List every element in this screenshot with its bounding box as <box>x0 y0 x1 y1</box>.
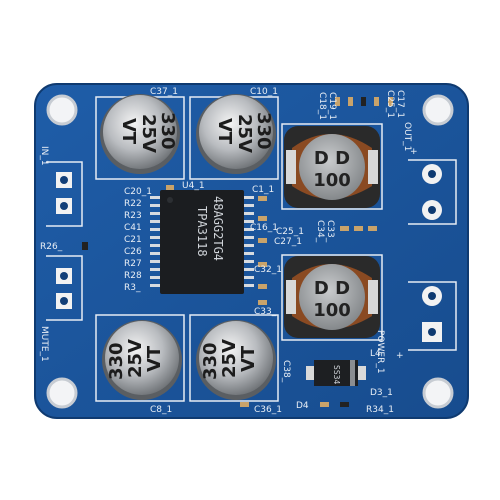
label-r34: R34_1 <box>366 405 394 415</box>
cap-tr-line3: VT <box>214 118 235 145</box>
label-left-4: C21 <box>124 235 142 245</box>
cap-tl-line2: 25V <box>138 114 159 153</box>
label-c38: C38_ <box>281 360 291 383</box>
cap-bl-line2: 25V <box>125 339 146 378</box>
ind-bottom-line2: 100 <box>313 300 351 321</box>
label-left-3: C41 <box>124 223 142 233</box>
amplifier-chip: 48AGG2TG4 TPA3118 <box>150 190 254 294</box>
label-in: IN_1 <box>39 146 49 166</box>
label-left-1: R22 <box>124 199 142 209</box>
label-c36: C36_1 <box>254 405 282 415</box>
cap-bl-line1: 330 <box>106 342 127 380</box>
label-c34: C34_ <box>315 220 325 243</box>
cap-tr-line1: 330 <box>253 112 274 150</box>
silkscreen-outlines <box>46 96 457 402</box>
label-r26: R26_ <box>40 242 63 252</box>
cap-tr-line2: 25V <box>234 114 255 153</box>
left-component-labels: C20_1 R22 R23 C41 C21 C26 R27 R28 R3_ <box>124 187 152 293</box>
label-l4: L4 <box>370 349 381 359</box>
input-header-pins <box>56 172 72 309</box>
cap-tl-line1: 330 <box>157 112 178 150</box>
cap-br-line2: 25V <box>219 339 240 378</box>
label-plus-top: + <box>410 147 418 157</box>
chip-marking-1: 48AGG2TG4 <box>211 196 225 261</box>
output-terminal-pads <box>422 164 442 342</box>
diode: SS34 <box>306 360 366 386</box>
label-left-7: R28 <box>124 271 142 281</box>
cap-bl-line3: VT <box>144 345 165 372</box>
label-plus-bottom: + <box>396 351 404 361</box>
label-d4: D4 <box>296 401 309 411</box>
capacitor-bottom-left: 330 25V VT <box>102 320 182 400</box>
label-c32: C32_1 <box>254 265 282 275</box>
label-left-6: R27 <box>124 259 142 269</box>
label-c8: C8_1 <box>150 405 172 415</box>
capacitor-top-right: 330 25V VT <box>196 94 276 174</box>
cap-tl-line3: VT <box>118 118 139 145</box>
label-c10: C10_1 <box>250 87 278 97</box>
label-left-2: R23 <box>124 211 142 221</box>
label-c1: C1_1 <box>252 185 274 195</box>
label-c33: C33_ <box>325 220 335 243</box>
ind-top-line1: D D <box>314 148 350 169</box>
label-left-0: C20_1 <box>124 187 152 197</box>
diode-marking: SS34 <box>332 365 341 384</box>
label-c27: C27_1 <box>274 237 302 247</box>
cap-br-line3: VT <box>238 345 259 372</box>
capacitor-bottom-right: 330 25V VT <box>196 320 276 400</box>
silkscreen-labels: C37_1 C10_1 C18_1 C19_1 C25_1 C17_1 OUT_… <box>39 87 418 415</box>
mounting-holes <box>46 94 454 409</box>
label-left-5: C26 <box>124 247 142 257</box>
label-c18: C18_1 <box>317 92 327 120</box>
label-left-8: R3_ <box>124 283 141 293</box>
ind-top-line2: 100 <box>313 170 351 191</box>
label-c16: C16_1 <box>250 223 278 233</box>
chip-marking-2: TPA3118 <box>195 206 209 257</box>
label-c19: C19_1 <box>327 92 337 120</box>
label-c37: C37_1 <box>150 87 178 97</box>
label-u4: U4_1 <box>182 181 205 191</box>
inductor-bottom: D D 100 <box>284 256 380 338</box>
label-c33b: C33_ <box>254 307 277 317</box>
label-out: OUT_1 <box>402 122 412 151</box>
label-mute: MUTE_1 <box>39 326 49 362</box>
label-c25b: C25_1 <box>276 227 304 237</box>
label-d3: D3_1 <box>370 388 393 398</box>
label-c25: C25_1 <box>385 90 395 118</box>
ind-bottom-line1: D D <box>314 278 350 299</box>
capacitor-top-left: 330 25V VT <box>100 94 180 174</box>
inductor-top: D D 100 <box>284 126 380 208</box>
label-c17: C17_1 <box>395 90 405 118</box>
label-power: POWER_1 <box>375 330 385 374</box>
cap-br-line1: 330 <box>200 342 221 380</box>
